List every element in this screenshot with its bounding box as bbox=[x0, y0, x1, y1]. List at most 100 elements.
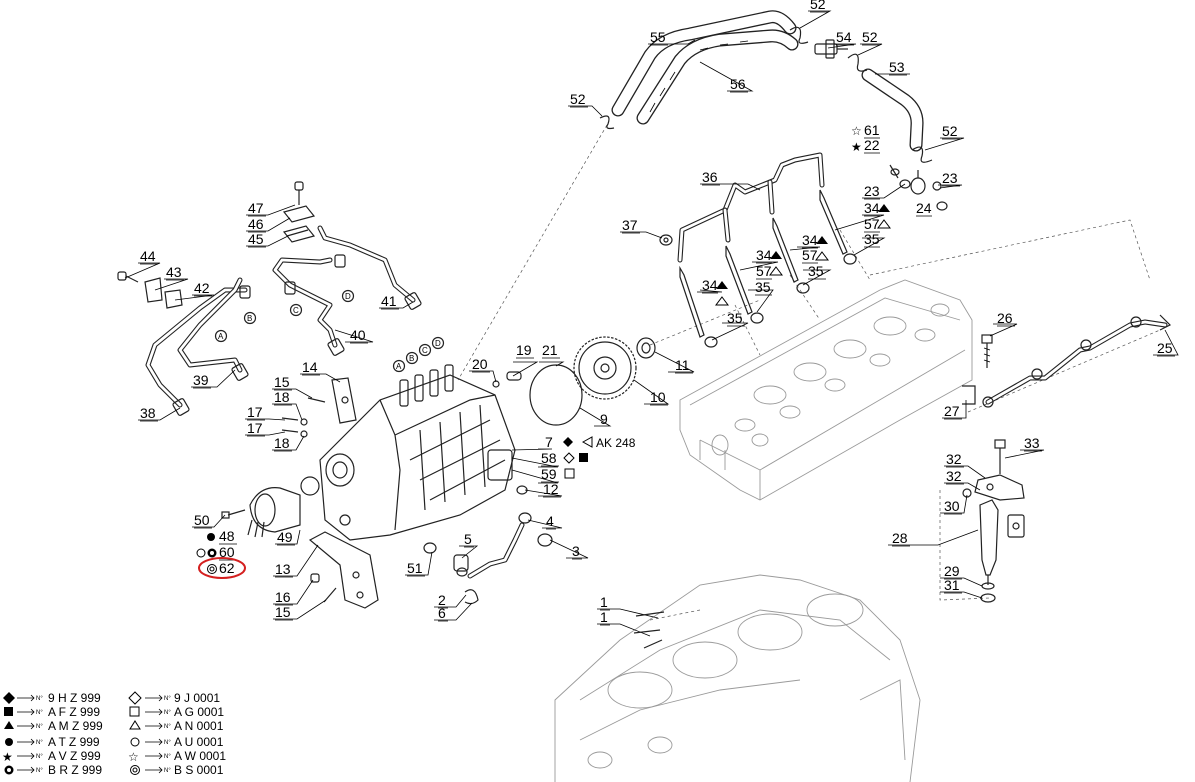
callout-14[interactable]: 14 bbox=[302, 359, 318, 375]
callout-43[interactable]: 43 bbox=[166, 264, 182, 280]
leak-off-hose-56[interactable] bbox=[636, 29, 799, 125]
callout-11[interactable]: 11 bbox=[675, 357, 690, 373]
callout-31[interactable]: 31 bbox=[944, 577, 960, 593]
callout-47[interactable]: 47 bbox=[248, 200, 264, 216]
callout-44[interactable]: 44 bbox=[140, 248, 156, 264]
callout-19[interactable]: 19 bbox=[516, 342, 532, 358]
callout-17[interactable]: 17 bbox=[247, 420, 263, 436]
callout-10[interactable]: 10 bbox=[650, 389, 666, 405]
callout-24[interactable]: 24 bbox=[916, 200, 932, 216]
o-ring-9[interactable] bbox=[529, 364, 583, 426]
leak-off-pipe-36[interactable] bbox=[677, 152, 825, 263]
callout-22[interactable]: 22 bbox=[864, 137, 880, 153]
callout-35[interactable]: 35 bbox=[755, 279, 771, 295]
fuel-feed-line[interactable] bbox=[423, 512, 553, 605]
callout-28[interactable]: 28 bbox=[892, 530, 908, 546]
nut-11[interactable] bbox=[636, 337, 656, 359]
callout-53[interactable]: 53 bbox=[889, 59, 905, 75]
bracket-14[interactable] bbox=[331, 377, 357, 424]
callout-52[interactable]: 52 bbox=[862, 29, 878, 45]
callout-57[interactable]: 57 bbox=[756, 263, 772, 279]
callout-51[interactable]: 51 bbox=[407, 560, 423, 576]
bolts-15-16[interactable] bbox=[310, 573, 337, 603]
screw-50[interactable] bbox=[221, 509, 246, 519]
callout-6[interactable]: 6 bbox=[438, 605, 446, 621]
callout-57[interactable]: 57 bbox=[864, 216, 880, 232]
callout-62[interactable]: 62 bbox=[219, 560, 235, 576]
callout-34[interactable]: 34 bbox=[802, 232, 818, 248]
hose-connector-54[interactable] bbox=[814, 39, 848, 59]
injection-pump[interactable] bbox=[319, 364, 516, 541]
bolt-26[interactable] bbox=[981, 334, 993, 368]
callout-38[interactable]: 38 bbox=[140, 405, 156, 421]
callout-7[interactable]: 7 bbox=[545, 434, 553, 450]
callout-52[interactable]: 52 bbox=[570, 91, 586, 107]
callout-33[interactable]: 33 bbox=[1024, 435, 1040, 451]
callout-35[interactable]: 35 bbox=[727, 310, 743, 326]
callout-12[interactable]: 12 bbox=[543, 481, 559, 497]
callout-18[interactable]: 18 bbox=[274, 389, 290, 405]
callout-18[interactable]: 18 bbox=[274, 435, 290, 451]
bolt-33[interactable] bbox=[994, 439, 1006, 474]
callout-56[interactable]: 56 bbox=[730, 76, 746, 92]
callout-55[interactable]: 55 bbox=[650, 29, 666, 45]
callout-21[interactable]: 21 bbox=[542, 342, 558, 358]
callout-40[interactable]: 40 bbox=[350, 327, 366, 343]
nut-37[interactable] bbox=[659, 234, 673, 246]
glow-plugs-34[interactable] bbox=[679, 189, 848, 338]
callout-25[interactable]: 25 bbox=[1157, 340, 1173, 356]
banjo-fitting-23-24[interactable] bbox=[899, 170, 948, 211]
callout-58[interactable]: 58 bbox=[541, 450, 557, 466]
callout-15[interactable]: 15 bbox=[275, 604, 291, 620]
seals-35[interactable] bbox=[704, 253, 857, 348]
small-bolts-15-17-18[interactable] bbox=[281, 397, 326, 438]
callout-1[interactable]: 1 bbox=[600, 609, 608, 625]
callout-34[interactable]: 34 bbox=[864, 200, 880, 216]
callout-41[interactable]: 41 bbox=[381, 293, 397, 309]
bracket-27[interactable] bbox=[962, 385, 976, 405]
seals-29-31[interactable] bbox=[980, 582, 996, 603]
callout-54[interactable]: 54 bbox=[836, 29, 852, 45]
callout-26[interactable]: 26 bbox=[997, 310, 1013, 326]
callout-48[interactable]: 48 bbox=[219, 528, 235, 544]
studs-1[interactable] bbox=[633, 611, 665, 649]
callout-20[interactable]: 20 bbox=[472, 356, 488, 372]
callout-60[interactable]: 60 bbox=[219, 544, 235, 560]
callout-17[interactable]: 17 bbox=[247, 404, 263, 420]
delivery-pipes-38-41[interactable] bbox=[145, 225, 422, 416]
key-19-20[interactable] bbox=[492, 371, 522, 388]
callout-42[interactable]: 42 bbox=[194, 280, 210, 296]
callout-36[interactable]: 36 bbox=[702, 169, 718, 185]
callout-37[interactable]: 37 bbox=[622, 217, 638, 233]
injector-28[interactable] bbox=[979, 499, 1025, 585]
callout-45[interactable]: 45 bbox=[248, 231, 264, 247]
leak-off-hose-55[interactable] bbox=[611, 10, 797, 117]
callout-32[interactable]: 32 bbox=[946, 451, 962, 467]
callout-52[interactable]: 52 bbox=[942, 123, 958, 139]
callout-30[interactable]: 30 bbox=[944, 498, 960, 514]
callout-1[interactable]: 1 bbox=[600, 594, 608, 610]
hose-clamps-52[interactable] bbox=[599, 26, 933, 163]
callout-50[interactable]: 50 bbox=[194, 512, 210, 528]
fuel-pipe-25[interactable] bbox=[982, 314, 1172, 408]
callout-46[interactable]: 46 bbox=[248, 216, 264, 232]
plug-61-22[interactable] bbox=[889, 164, 900, 179]
shutoff-solenoid-49[interactable] bbox=[247, 476, 320, 538]
callout-49[interactable]: 49 bbox=[277, 529, 293, 545]
callout-34[interactable]: 34 bbox=[756, 247, 772, 263]
callout-32[interactable]: 32 bbox=[946, 468, 962, 484]
callout-29[interactable]: 29 bbox=[944, 563, 960, 579]
callout-34[interactable]: 34 bbox=[702, 277, 718, 293]
callout-61[interactable]: 61 bbox=[864, 122, 880, 138]
callout-52[interactable]: 52 bbox=[810, 0, 826, 12]
callout-35[interactable]: 35 bbox=[864, 231, 880, 247]
callout-59[interactable]: 59 bbox=[541, 466, 557, 482]
callout-4[interactable]: 4 bbox=[546, 513, 554, 529]
leak-off-hose-53[interactable] bbox=[861, 68, 924, 152]
callout-23[interactable]: 23 bbox=[942, 170, 958, 186]
callout-16[interactable]: 16 bbox=[275, 589, 291, 605]
injector-clamp-32[interactable] bbox=[974, 474, 1025, 501]
callout-3[interactable]: 3 bbox=[572, 543, 580, 559]
callout-27[interactable]: 27 bbox=[944, 403, 960, 419]
callout-5[interactable]: 5 bbox=[464, 531, 472, 547]
